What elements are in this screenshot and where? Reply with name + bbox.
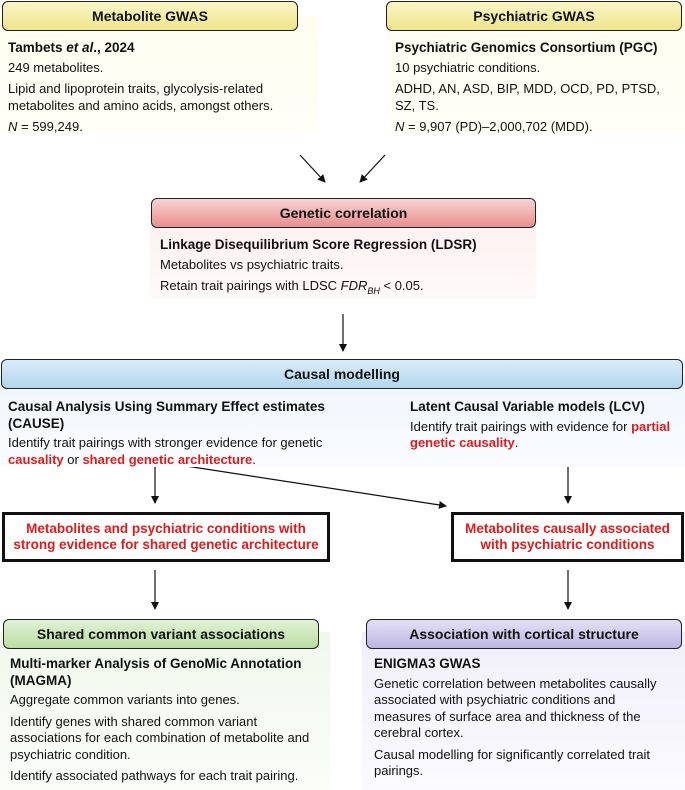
causal-modelling-header: Causal modelling xyxy=(1,359,683,389)
cause-description: Identify trait pairings with stronger ev… xyxy=(8,435,323,467)
psychiatric-gwas-header: Psychiatric GWAS xyxy=(386,1,682,31)
psychiatric-gwas-panel: Psychiatric Genomics Consortium (PGC) 10… xyxy=(387,16,685,134)
enigma-line1: Genetic correlation between metabolites … xyxy=(374,675,657,741)
shared-architecture-line2: strong evidence for shared genetic archi… xyxy=(13,537,319,552)
magma-line2: Identify genes with shared common varian… xyxy=(10,713,310,762)
cause-block: Causal Analysis Using Summary Effect est… xyxy=(8,399,368,473)
shared-architecture-box: Metabolites and psychiatric conditions w… xyxy=(2,512,330,562)
magma-line1: Aggregate common variants into genes. xyxy=(10,692,240,707)
metabolite-gwas-title: Tambets et al., 2024 xyxy=(8,40,135,55)
lcv-title: Latent Causal Variable models (LCV) xyxy=(410,399,645,414)
shared-architecture-line1: Metabolites and psychiatric conditions w… xyxy=(26,521,306,536)
magma-line3: Identify associated pathways for each tr… xyxy=(10,768,299,783)
magma-title: Multi-marker Analysis of GenoMic Annotat… xyxy=(10,656,302,688)
arrow-metabolite-to-correlation xyxy=(299,154,326,183)
ldsr-title: Linkage Disequilibrium Score Regression … xyxy=(160,237,477,252)
ldsr-line1: Metabolites vs psychiatric traits. xyxy=(160,256,344,272)
ldsr-line2: Retain trait pairings with LDSC FDRBH < … xyxy=(160,278,424,296)
arrow-psychiatric-to-correlation xyxy=(359,154,386,183)
causal-modelling-panel xyxy=(0,375,685,467)
enigma-line2: Causal modelling for significantly corre… xyxy=(374,746,651,779)
enigma-title: ENIGMA3 GWAS xyxy=(374,656,481,671)
psychiatric-gwas-title: Psychiatric Genomics Consortium (PGC) xyxy=(395,40,658,55)
lcv-description: Identify trait pairings with evidence fo… xyxy=(410,418,671,451)
psychiatric-sample-size: N = 9,907 (PD)–2,000,702 (MDD). xyxy=(395,119,593,134)
genetic-correlation-header: Genetic correlation xyxy=(151,198,536,228)
causal-association-box: Metabolites causally associated with psy… xyxy=(451,512,684,562)
psychiatric-count: 10 psychiatric conditions. xyxy=(395,59,541,75)
lcv-block: Latent Causal Variable models (LCV) Iden… xyxy=(410,399,680,457)
cortical-header: Association with cortical structure xyxy=(366,619,682,649)
psychiatric-conditions: ADHD, AN, ASD, BIP, MDD, OCD, PD, PTSD, … xyxy=(395,81,660,113)
causal-association-line2: with psychiatric conditions xyxy=(480,537,655,552)
cortical-panel: ENIGMA3 GWAS Genetic correlation between… xyxy=(362,632,685,790)
metabolite-gwas-panel: Tambets et al., 2024 249 metabolites. Li… xyxy=(0,16,318,134)
arrow-cause-to-causal xyxy=(185,465,447,509)
shared-variants-panel: Multi-marker Analysis of GenoMic Annotat… xyxy=(0,632,330,790)
metabolite-gwas-header: Metabolite GWAS xyxy=(2,1,298,31)
metabolite-sample-size: N = 599,249. xyxy=(8,119,83,134)
causal-association-line1: Metabolites causally associated xyxy=(465,521,670,536)
cause-title: Causal Analysis Using Summary Effect est… xyxy=(8,399,325,431)
metabolite-types: Lipid and lipoprotein traits, glycolysis… xyxy=(8,81,274,113)
shared-variants-header: Shared common variant associations xyxy=(3,619,319,649)
metabolite-count: 249 metabolites. xyxy=(8,59,104,75)
